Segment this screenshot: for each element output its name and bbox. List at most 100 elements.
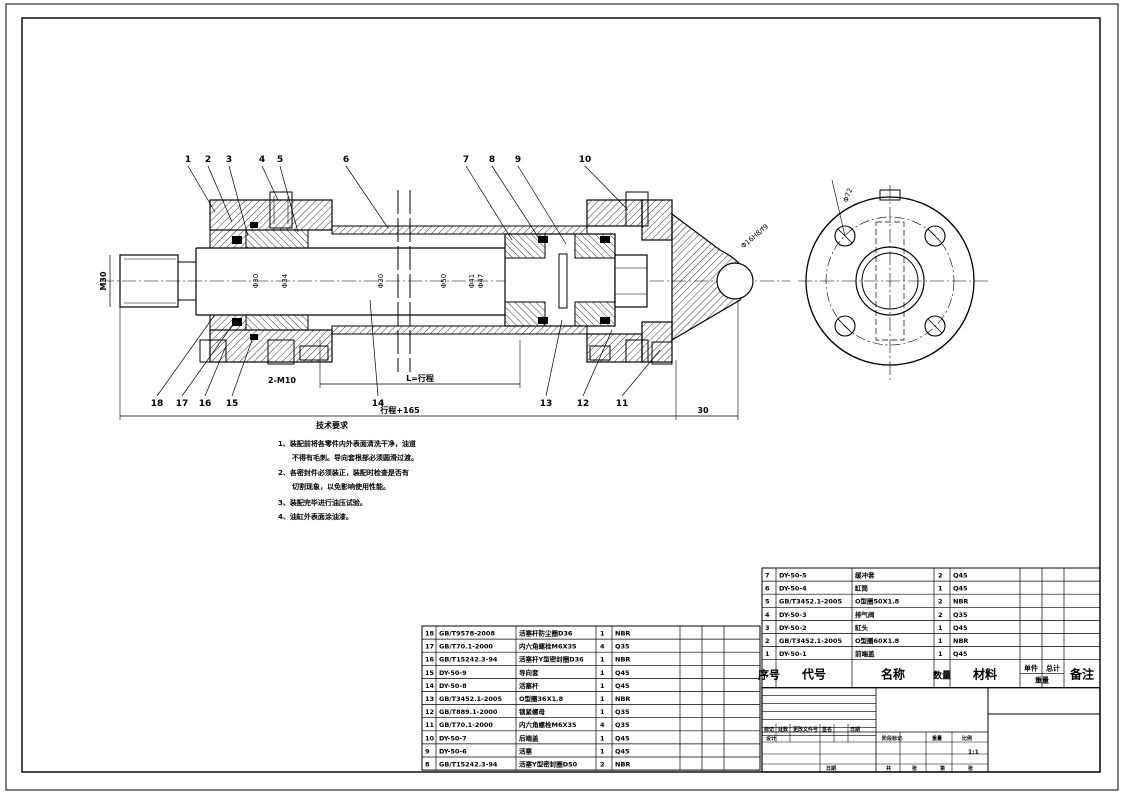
bom-cell-name: 缸头 xyxy=(854,623,869,632)
bom-cell-qty: 4 xyxy=(600,721,605,729)
balloon-14: 14 xyxy=(372,399,385,409)
bom-cell-name: 锁紧螺母 xyxy=(518,707,546,716)
bom-cell-code: DY-50-7 xyxy=(439,734,467,742)
bom-cell-code: GB/T15242.3-94 xyxy=(439,656,498,664)
bom-cell-name: 导向套 xyxy=(519,668,539,677)
bom-cell-qty: 1 xyxy=(600,734,605,742)
bom-cell-mat: Q35 xyxy=(615,643,630,651)
bom-cell-code: DY-50-5 xyxy=(779,572,807,580)
bom-cell-mat: Q45 xyxy=(953,650,968,658)
dim-end: 30 xyxy=(697,406,709,415)
bom-cell-name: 活塞杆Y型密封圈D36 xyxy=(519,655,584,664)
dim-bore: Φ50 xyxy=(440,274,448,288)
bom-cell-no: 12 xyxy=(425,708,434,716)
bom-cell-name: 缸筒 xyxy=(854,584,869,593)
bom-cell-qty: 1 xyxy=(938,650,943,658)
bom-cell-mat: NBR xyxy=(615,695,630,703)
bom-header-code: 代号 xyxy=(801,667,826,682)
bom-cell-no: 16 xyxy=(425,656,435,664)
bom-cell-name: 排气阀 xyxy=(855,610,875,619)
tb-design: 设计 xyxy=(766,735,776,742)
tb-total-sheets: 共 xyxy=(886,765,891,772)
bom-cell-code: DY-50-3 xyxy=(779,611,807,619)
balloon-leaders xyxy=(156,165,661,397)
bom-cell-qty: 1 xyxy=(938,637,943,645)
title-block: 标记处数更改文件号签名日期设计阶段标记重量比例1:1日期共张第张 xyxy=(761,687,1101,773)
note-line: 不得有毛刺。导向套根部必须圆滑过渡。 xyxy=(292,453,418,462)
bom-cell-code: GB/T15242.3-94 xyxy=(439,761,498,769)
bom-cell-no: 8 xyxy=(425,761,430,769)
end-view xyxy=(798,179,990,380)
bom-cell-mat: Q35 xyxy=(953,611,968,619)
note-line: 4、油缸外表面涂油漆。 xyxy=(278,512,353,521)
dim-rod-thread: M30 xyxy=(99,271,108,291)
bom-cell-no: 15 xyxy=(425,669,435,677)
bom-cell-code: DY-50-6 xyxy=(439,747,467,755)
balloon-15: 15 xyxy=(226,399,239,409)
bom-cell-code: DY-50-8 xyxy=(439,682,467,690)
bom-cell-no: 7 xyxy=(765,572,770,580)
bom-cell-name: 缓冲套 xyxy=(854,571,875,580)
bom-cell-mat: Q45 xyxy=(615,747,630,755)
bom-cell-mat: Q45 xyxy=(615,682,630,690)
bom-header-qty: 数量 xyxy=(933,670,951,682)
dim-port: 2-M10 xyxy=(268,376,296,385)
balloon-13: 13 xyxy=(540,399,553,409)
tb-sheet: 张 xyxy=(912,765,918,772)
outer-frame xyxy=(5,3,1119,791)
bom-cell-qty: 2 xyxy=(938,572,943,580)
bom-cell-no: 17 xyxy=(425,643,434,651)
bom-cell-code: DY-50-2 xyxy=(779,624,807,632)
balloon-11: 11 xyxy=(616,399,629,409)
dim-overall: 行程+165 xyxy=(379,405,420,415)
bom-cell-qty: 1 xyxy=(600,695,605,703)
tb-date-bottom: 日期 xyxy=(826,765,836,772)
balloon-18: 18 xyxy=(151,399,164,409)
balloon-9: 9 xyxy=(515,155,521,165)
bom-cell-code: DY-50-4 xyxy=(779,585,807,593)
tb-stage: 阶段标记 xyxy=(882,735,902,742)
tb-file: 更改文件号 xyxy=(793,726,818,733)
tb-count: 处数 xyxy=(777,726,789,733)
bom-cell-no: 5 xyxy=(765,598,770,606)
tb-page: 第 xyxy=(940,765,945,772)
bom-cell-mat: NBR xyxy=(953,598,968,606)
bom-cell-qty: 1 xyxy=(938,585,943,593)
dim-bolt-circle: Φ72 xyxy=(842,187,854,203)
bom-cell-name: 前端盖 xyxy=(855,649,875,658)
bom-cell-name: 内六角螺栓M6X35 xyxy=(519,720,577,729)
tb-page2: 张 xyxy=(968,765,974,772)
cylinder-section-view xyxy=(100,190,790,420)
balloon-3: 3 xyxy=(226,155,232,165)
bom-cell-no: 10 xyxy=(425,734,435,742)
bom-header-weight: 重量 xyxy=(1035,676,1049,685)
dim-rod-mid: Φ30 xyxy=(377,274,385,288)
bom-cell-mat: Q35 xyxy=(615,721,630,729)
rear-end-cap xyxy=(586,191,754,365)
note-line: 2、各密封件必须装正，装配时检查是否有 xyxy=(278,468,409,477)
dim-piston-a: Φ41 xyxy=(468,274,476,288)
bom-cell-code: GB/T70.1-2000 xyxy=(439,721,493,729)
dim-rod-dia-a: Φ30 xyxy=(252,274,260,288)
bom-cell-mat: Q45 xyxy=(953,572,968,580)
tb-date: 日期 xyxy=(850,726,860,733)
bom-cell-no: 14 xyxy=(425,682,435,690)
bom-cell-mat: Q45 xyxy=(953,585,968,593)
notes-title: 技术要求 xyxy=(316,420,349,430)
bom-cell-no: 4 xyxy=(765,611,770,619)
balloon-16: 16 xyxy=(199,399,212,409)
note-line: 1、装配前将各零件内外表面清洗干净，油道 xyxy=(278,439,416,448)
bom-header-single: 单件 xyxy=(1024,664,1038,673)
bom-cell-no: 11 xyxy=(425,721,435,729)
bom-header-total: 总计 xyxy=(1046,664,1060,673)
bom-cell-no: 13 xyxy=(425,695,434,703)
balloon-8: 8 xyxy=(489,155,495,165)
balloon-12: 12 xyxy=(577,399,590,409)
balloon-5: 5 xyxy=(277,155,283,165)
bom-cell-no: 3 xyxy=(765,624,770,632)
dim-rod-dia-b: Φ34 xyxy=(281,273,289,288)
